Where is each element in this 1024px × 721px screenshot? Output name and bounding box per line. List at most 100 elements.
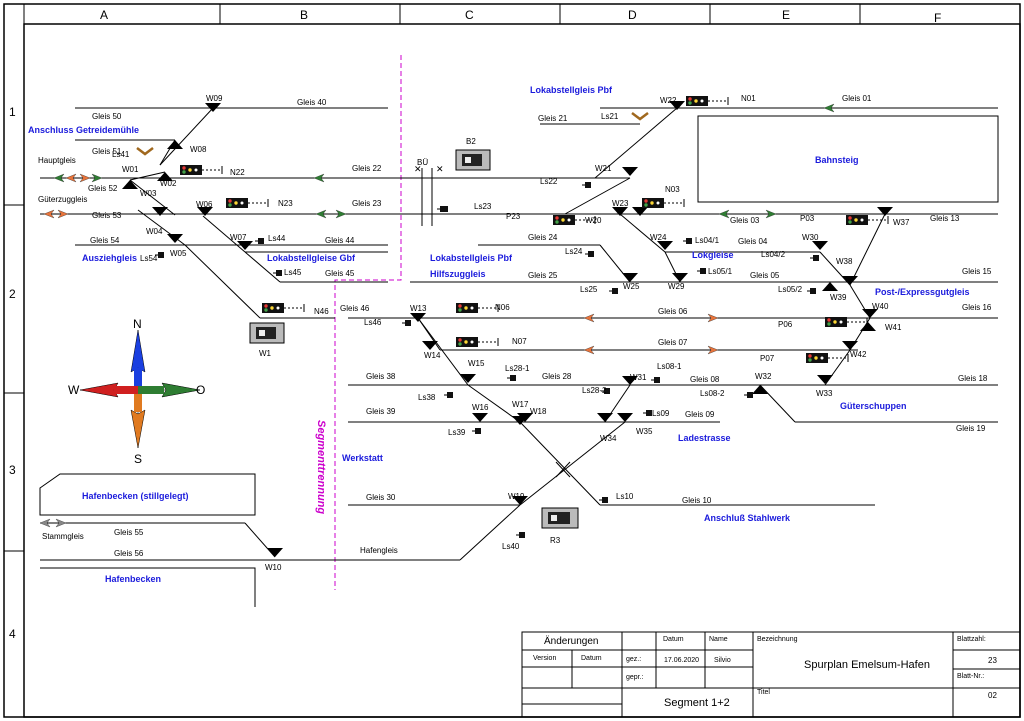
signal-lamp-white (470, 306, 474, 310)
svg-text:Gleis 22: Gleis 22 (352, 164, 382, 173)
svg-text:W40: W40 (872, 302, 889, 311)
area-stahlwerk: Anschluß Stahlwerk (704, 513, 791, 523)
shunt-signal (276, 270, 282, 276)
signal-lamp-green (644, 203, 648, 207)
direction-arrow (707, 345, 719, 355)
svg-text:W23: W23 (612, 199, 629, 208)
svg-text:Gleis 15: Gleis 15 (962, 267, 992, 276)
shunt-signal (602, 497, 608, 503)
signal-lamp-red (848, 216, 852, 220)
svg-text:W18: W18 (530, 407, 547, 416)
svg-text:Gleis 18: Gleis 18 (958, 374, 988, 383)
svg-text:Ls08-1: Ls08-1 (657, 362, 682, 371)
compass-south-arrow (130, 409, 146, 449)
area-hilfszuggleis: Hilfszuggleis (430, 269, 486, 279)
shunt-signal (510, 375, 516, 381)
svg-text:W09: W09 (206, 94, 223, 103)
svg-text:W10: W10 (265, 563, 282, 572)
drawing-frame (3, 3, 1021, 718)
svg-text:Name: Name (709, 636, 728, 643)
switch-triangle (752, 385, 768, 394)
svg-text:W05: W05 (170, 249, 187, 258)
switches-layer (122, 101, 893, 557)
signal-lamp-white (276, 306, 280, 310)
building-r3 (541, 507, 579, 529)
svg-text:✕: ✕ (414, 164, 422, 174)
direction-arrow (583, 345, 595, 355)
svg-text:Hafengleis: Hafengleis (360, 546, 398, 555)
svg-text:W41: W41 (885, 323, 902, 332)
svg-text:W29: W29 (668, 282, 685, 291)
row-label: 3 (9, 463, 16, 477)
shunt-signal (447, 392, 453, 398)
shunt-signal (646, 410, 652, 416)
svg-text:gez.:: gez.: (626, 656, 641, 663)
switch-triangle (817, 375, 833, 384)
row-label: 4 (9, 627, 16, 641)
signal-lamp-yellow (833, 320, 837, 324)
svg-text:Ls28-1: Ls28-1 (505, 364, 530, 373)
signal-lamp-white (240, 201, 244, 205)
svg-text:Gleis 13: Gleis 13 (930, 214, 960, 223)
svg-text:Gleis 53: Gleis 53 (92, 211, 122, 220)
svg-text:Datum: Datum (581, 655, 602, 662)
svg-text:N07: N07 (512, 337, 527, 346)
shunt-signal (604, 388, 610, 394)
svg-text:Gleis 55: Gleis 55 (114, 528, 144, 537)
signal-lamp-green (228, 203, 232, 207)
svg-text:Änderungen: Änderungen (544, 635, 599, 647)
hafenbecken-basin (40, 567, 256, 607)
signal-lamp-green (688, 101, 692, 105)
signal-lamp-red (688, 97, 692, 101)
svg-text:✕: ✕ (436, 164, 444, 174)
signal-lamp-red (228, 199, 232, 203)
row-ruler: 1 2 3 4 (9, 105, 16, 641)
switch-triangle (622, 376, 638, 385)
svg-text:Gleis 50: Gleis 50 (92, 112, 122, 121)
switch-triangle (617, 413, 633, 422)
switch-triangle (422, 341, 438, 350)
svg-text:Gleis 04: Gleis 04 (738, 237, 768, 246)
shunt-signal (686, 238, 692, 244)
direction-arrow (57, 209, 69, 219)
area-hafenbecken-still: Hafenbecken (stillgelegt) (82, 491, 189, 501)
buffer-stop (136, 147, 154, 156)
switch-triangle (122, 180, 138, 189)
direction-arrow (707, 313, 719, 323)
svg-text:Version: Version (533, 655, 556, 662)
direction-arrow (79, 173, 91, 183)
svg-text:W07: W07 (230, 233, 247, 242)
signal-lamp-yellow (234, 201, 238, 205)
svg-text:P23: P23 (506, 212, 521, 221)
svg-text:W06: W06 (196, 200, 213, 209)
svg-text:N: N (133, 317, 142, 331)
switch-triangle (822, 282, 838, 291)
svg-text:W08: W08 (190, 145, 207, 154)
signal-lamp-green (848, 220, 852, 224)
switch-triangle (672, 273, 688, 282)
direction-arrow (65, 173, 77, 183)
svg-text:17.06.2020: 17.06.2020 (664, 657, 699, 664)
shunt-signal (747, 392, 753, 398)
r3-label: R3 (550, 536, 561, 545)
svg-text:Gleis 46: Gleis 46 (340, 304, 370, 313)
w1-label: W1 (259, 349, 272, 358)
signal-lamp-white (470, 340, 474, 344)
signal-lamp-white (820, 356, 824, 360)
compass-east-arrow (161, 382, 201, 398)
title-block-text: Änderungen Datum Name Version Datum gez.… (533, 635, 997, 709)
signal-lamp-yellow (464, 340, 468, 344)
svg-text:W01: W01 (122, 165, 139, 174)
svg-text:Gleis 25: Gleis 25 (528, 271, 558, 280)
svg-text:W02: W02 (160, 179, 177, 188)
svg-text:P03: P03 (800, 214, 815, 223)
svg-text:Spurplan Emelsum-Hafen: Spurplan Emelsum-Hafen (804, 659, 930, 671)
svg-text:Ls05/2: Ls05/2 (778, 285, 803, 294)
svg-text:W25: W25 (623, 282, 640, 291)
svg-text:Titel: Titel (757, 689, 770, 696)
signal-lamp-red (808, 354, 812, 358)
svg-text:Datum: Datum (663, 636, 684, 643)
svg-text:Gleis 39: Gleis 39 (366, 407, 396, 416)
signal-lamp-yellow (814, 356, 818, 360)
area-post: Post-/Expressgutgleis (875, 287, 970, 297)
